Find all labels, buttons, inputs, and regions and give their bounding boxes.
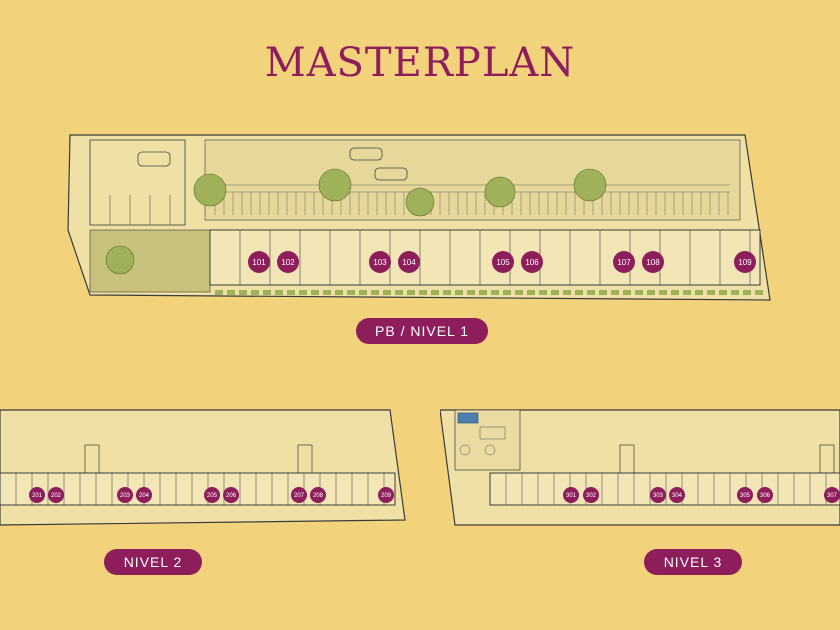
unit-label-202: 202 — [51, 493, 62, 499]
unit-badge-202[interactable] — [48, 487, 64, 503]
level-3-label: NIVEL 3 — [644, 549, 742, 575]
unit-badge-301[interactable] — [563, 487, 579, 503]
unit-badge-203[interactable] — [117, 487, 133, 503]
unit-badge-103[interactable] — [369, 251, 391, 273]
unit-badge-208[interactable] — [310, 487, 326, 503]
unit-badge-204[interactable] — [136, 487, 152, 503]
unit-label-306: 306 — [760, 493, 771, 499]
plan-level-2: 201 202 203 204 205 206 207 208 209 — [0, 409, 406, 526]
page-title: MASTERPLAN — [264, 40, 576, 86]
unit-label-307: 307 — [827, 493, 838, 499]
unit-label-107: 107 — [617, 258, 631, 267]
unit-badge-201[interactable] — [29, 487, 45, 503]
unit-badge-207[interactable] — [291, 487, 307, 503]
unit-label-302: 302 — [586, 493, 597, 499]
pool-icon — [457, 412, 479, 424]
unit-label-208: 208 — [313, 493, 324, 499]
unit-label-301: 301 — [566, 493, 577, 499]
unit-badge-107[interactable] — [613, 251, 635, 273]
unit-badge-303[interactable] — [650, 487, 666, 503]
unit-label-305: 305 — [740, 493, 751, 499]
unit-label-209: 209 — [381, 493, 392, 499]
level-1-label: PB / NIVEL 1 — [356, 318, 488, 344]
unit-badge-205[interactable] — [204, 487, 220, 503]
unit-label-108: 108 — [646, 258, 660, 267]
unit-badge-101[interactable] — [248, 251, 270, 273]
unit-label-201: 201 — [32, 493, 43, 499]
unit-label-203: 203 — [120, 493, 131, 499]
unit-badge-307[interactable] — [824, 487, 840, 503]
unit-label-207: 207 — [294, 493, 305, 499]
unit-label-204: 204 — [139, 493, 150, 499]
unit-label-109: 109 — [738, 258, 752, 267]
unit-badge-105[interactable] — [492, 251, 514, 273]
unit-badge-209[interactable] — [378, 487, 394, 503]
unit-badge-108[interactable] — [642, 251, 664, 273]
unit-label-105: 105 — [496, 258, 510, 267]
unit-label-106: 106 — [525, 258, 539, 267]
plan-level-3: 301 302 303 304 305 306 307 — [440, 409, 840, 526]
unit-label-303: 303 — [653, 493, 664, 499]
unit-badge-302[interactable] — [583, 487, 599, 503]
unit-label-205: 205 — [207, 493, 218, 499]
unit-label-102: 102 — [281, 258, 295, 267]
unit-badge-102[interactable] — [277, 251, 299, 273]
unit-label-101: 101 — [252, 258, 266, 267]
unit-badge-106[interactable] — [521, 251, 543, 273]
level-2-label: NIVEL 2 — [104, 549, 202, 575]
unit-label-304: 304 — [672, 493, 683, 499]
unit-label-103: 103 — [373, 258, 387, 267]
unit-badge-304[interactable] — [669, 487, 685, 503]
unit-label-104: 104 — [402, 258, 416, 267]
unit-badge-104[interactable] — [398, 251, 420, 273]
unit-badge-206[interactable] — [223, 487, 239, 503]
plan-level-1: 101 102 103 104 105 106 107 108 109 — [67, 134, 771, 301]
unit-label-206: 206 — [226, 493, 237, 499]
unit-badge-306[interactable] — [757, 487, 773, 503]
unit-badge-305[interactable] — [737, 487, 753, 503]
unit-badge-109[interactable] — [734, 251, 756, 273]
